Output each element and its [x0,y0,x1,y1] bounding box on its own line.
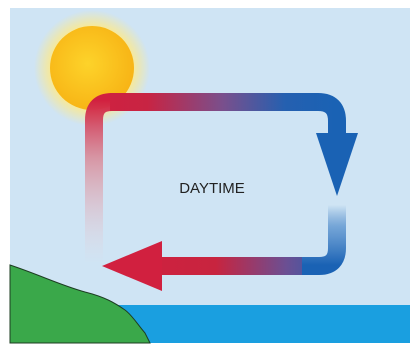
daytime-label: DAYTIME [179,180,245,197]
